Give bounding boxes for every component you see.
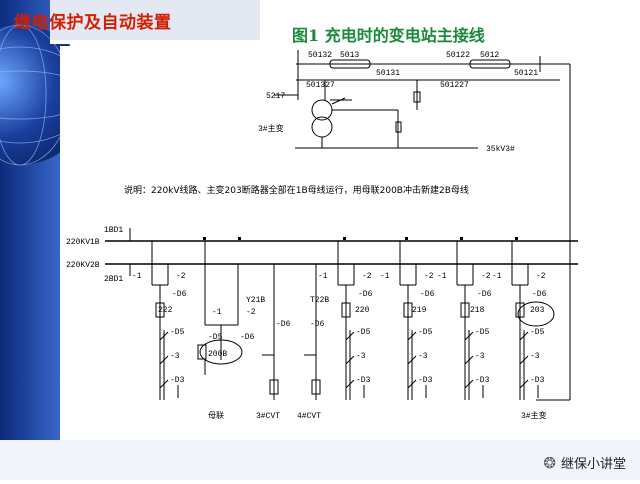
label-m2-1: -2 — [362, 272, 372, 281]
label-b50132: 50132 — [308, 51, 332, 60]
label-m2-ml: -2 — [246, 308, 256, 317]
schematic — [105, 50, 578, 401]
label-c203: 203 — [530, 306, 545, 315]
label-b5013: 5013 — [340, 51, 359, 60]
label-d5-ml: -D5 — [208, 333, 223, 342]
label-v35: 35kV3# — [486, 145, 515, 154]
label-d6-3: -D6 — [477, 290, 492, 299]
label-c219: 219 — [412, 306, 427, 315]
label-b501327: 501327 — [306, 81, 335, 90]
label-d6-1: -D6 — [358, 290, 373, 299]
label-ml: 母联 — [208, 411, 224, 421]
label-c218: 218 — [470, 306, 485, 315]
label-m1-4: -1 — [492, 272, 502, 281]
label-c222: 222 — [158, 306, 173, 315]
label-c200b: 200B — [208, 350, 227, 359]
label-d5-2: -D5 — [418, 328, 433, 337]
watermark-text: 继保小讲堂 — [560, 457, 626, 472]
label-b501227: 501227 — [440, 81, 469, 90]
label-d6-ml: -D6 — [240, 333, 255, 342]
label-d5-1: -D5 — [356, 328, 371, 337]
label-b5012: 5012 — [480, 51, 499, 60]
label-m2-0: -2 — [176, 272, 186, 281]
label-d3-2: -D3 — [418, 376, 433, 385]
label-m3-2: -3 — [418, 352, 428, 361]
label-m3-4: -3 — [530, 352, 540, 361]
label-d3-4: -D3 — [530, 376, 545, 385]
label-b50122: 50122 — [446, 51, 470, 60]
label-d5-4: -D5 — [530, 328, 545, 337]
diagram-note: 说明：220kV线路、主变203断路器全部在1B母线运行，用母联200B冲击新建… — [124, 186, 469, 196]
label-d6-0: -D6 — [172, 290, 187, 299]
label-d3-0: -D3 — [170, 376, 185, 385]
watermark: ❂ 继保小讲堂 — [543, 453, 626, 473]
label-d3-3: -D3 — [475, 376, 490, 385]
label-bus2: 220KV2B — [66, 261, 100, 270]
label-m2-4: -2 — [536, 272, 546, 281]
label-d6-4: -D6 — [532, 290, 547, 299]
label-bd1: 1BD1 — [104, 226, 123, 235]
label-b5217: 5217 — [266, 92, 285, 101]
label-m3-0: -3 — [170, 352, 180, 361]
label-y22b: T22B — [310, 296, 329, 305]
label-tr3: 3#主变 — [258, 123, 284, 134]
label-b50131: 50131 — [376, 69, 400, 78]
label-m3-3: -3 — [475, 352, 485, 361]
label-m1-2: -1 — [380, 272, 390, 281]
label-y21b: Y21B — [246, 296, 265, 305]
label-m3-1: -3 — [356, 352, 366, 361]
slide-title: 继电保护及自动装置 — [14, 13, 172, 33]
label-b50121: 50121 — [514, 69, 538, 78]
label-d5-3: -D5 — [475, 328, 490, 337]
label-m1-1: -1 — [318, 272, 328, 281]
figure-title: 图1 充电时的变电站主接线 — [292, 26, 485, 45]
label-cvt4: 4#CVT — [297, 412, 321, 421]
wechat-icon: ❂ — [543, 453, 556, 472]
label-d6-2: -D6 — [420, 290, 435, 299]
label-cvt3: 3#CVT — [256, 412, 280, 421]
label-d3-1: -D3 — [356, 376, 371, 385]
label-d6-y21: -D6 — [276, 320, 291, 329]
label-bd2: 2BD1 — [104, 275, 123, 284]
label-m1-0: -1 — [132, 272, 142, 281]
label-m2-3: -2 — [481, 272, 491, 281]
label-m1-3: -1 — [437, 272, 447, 281]
label-c220: 220 — [355, 306, 370, 315]
label-m1-ml: -1 — [212, 308, 222, 317]
label-d5-0: -D5 — [170, 328, 185, 337]
label-tr3b: 3#主变 — [521, 410, 547, 421]
label-m2-2: -2 — [424, 272, 434, 281]
label-bus1: 220KV1B — [66, 238, 100, 247]
label-d6-y22: -D6 — [310, 320, 325, 329]
